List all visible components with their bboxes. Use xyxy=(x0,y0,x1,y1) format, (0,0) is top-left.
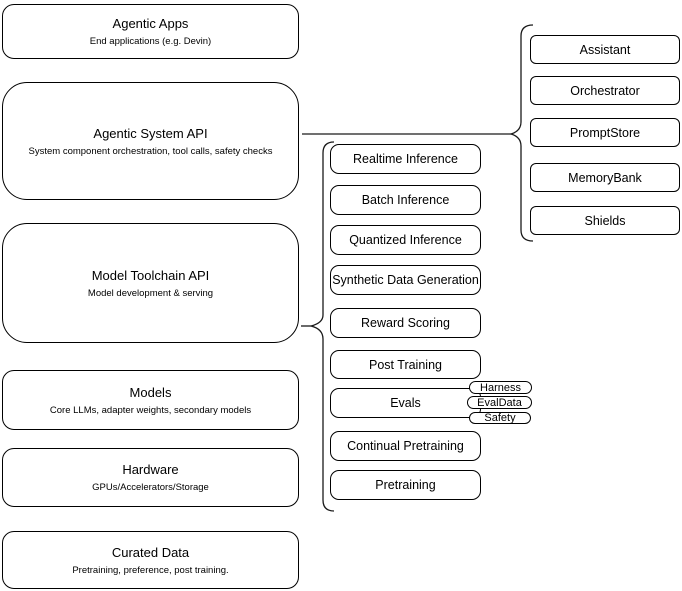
toolchain-item-evals: Evals xyxy=(330,388,481,418)
toolchain-item-label: Batch Inference xyxy=(361,193,450,207)
system-item-label: Assistant xyxy=(579,42,631,57)
layer-title: Agentic System API xyxy=(93,125,208,141)
layer-title: Curated Data xyxy=(111,544,190,560)
system-item-label: MemoryBank xyxy=(568,170,642,185)
eval-badge-safety: Safety xyxy=(469,412,531,424)
layer-models: Models Core LLMs, adapter weights, secon… xyxy=(2,370,299,430)
toolchain-item-synthetic-data-generation: Synthetic Data Generation xyxy=(330,265,481,295)
layer-title: Models xyxy=(129,384,172,400)
toolchain-item-batch-inference: Batch Inference xyxy=(330,185,481,215)
system-item-assistant: Assistant xyxy=(530,35,680,64)
layer-title: Model Toolchain API xyxy=(91,267,210,283)
toolchain-item-label: Realtime Inference xyxy=(353,152,458,166)
layer-agentic-apps: Agentic Apps End applications (e.g. Devi… xyxy=(2,4,299,59)
eval-badge-label: Harness xyxy=(480,381,521,394)
system-item-promptstore: PromptStore xyxy=(530,118,680,147)
layer-title: Hardware xyxy=(122,462,179,477)
toolchain-item-label: Pretraining xyxy=(375,478,436,492)
toolchain-item-label: Quantized Inference xyxy=(349,233,462,247)
layer-hardware: Hardware GPUs/Accelerators/Storage xyxy=(2,448,299,507)
layer-subtitle: Core LLMs, adapter weights, secondary mo… xyxy=(49,404,252,416)
layer-subtitle: GPUs/Accelerators/Storage xyxy=(92,482,209,493)
eval-badge-harness: Harness xyxy=(469,381,532,394)
layer-title: Agentic Apps xyxy=(112,16,189,31)
layer-agentic-system-api: Agentic System API System component orch… xyxy=(2,82,299,200)
layer-curated-data: Curated Data Pretraining, preference, po… xyxy=(2,531,299,589)
layer-subtitle: Model development & serving xyxy=(87,287,214,299)
layer-subtitle: System component orchestration, tool cal… xyxy=(28,145,273,157)
toolchain-item-pretraining: Pretraining xyxy=(330,470,481,500)
system-item-orchestrator: Orchestrator xyxy=(530,76,680,105)
toolchain-item-label: Post Training xyxy=(369,357,442,372)
toolchain-item-quantized-inference: Quantized Inference xyxy=(330,225,481,255)
toolchain-item-label: Evals xyxy=(390,396,421,410)
system-item-label: PromptStore xyxy=(569,125,641,140)
toolchain-item-realtime-inference: Realtime Inference xyxy=(330,144,481,174)
layer-subtitle: End applications (e.g. Devin) xyxy=(89,36,212,47)
toolchain-item-post-training: Post Training xyxy=(330,350,481,379)
system-item-label: Orchestrator xyxy=(570,83,640,98)
toolchain-item-label: Reward Scoring xyxy=(361,316,450,330)
toolchain-item-label: Continual Pretraining xyxy=(347,439,464,453)
system-item-label: Shields xyxy=(584,213,626,228)
system-item-memorybank: MemoryBank xyxy=(530,163,680,192)
toolchain-item-reward-scoring: Reward Scoring xyxy=(330,308,481,338)
eval-badge-evaldata: EvalData xyxy=(467,396,532,409)
toolchain-item-label: Synthetic Data Generation xyxy=(332,273,479,287)
system-item-shields: Shields xyxy=(530,206,680,235)
eval-badge-label: EvalData xyxy=(477,396,522,409)
eval-badge-label: Safety xyxy=(484,412,516,424)
toolchain-item-continual-pretraining: Continual Pretraining xyxy=(330,431,481,461)
layer-model-toolchain-api: Model Toolchain API Model development & … xyxy=(2,223,299,343)
layer-subtitle: Pretraining, preference, post training. xyxy=(72,564,229,576)
